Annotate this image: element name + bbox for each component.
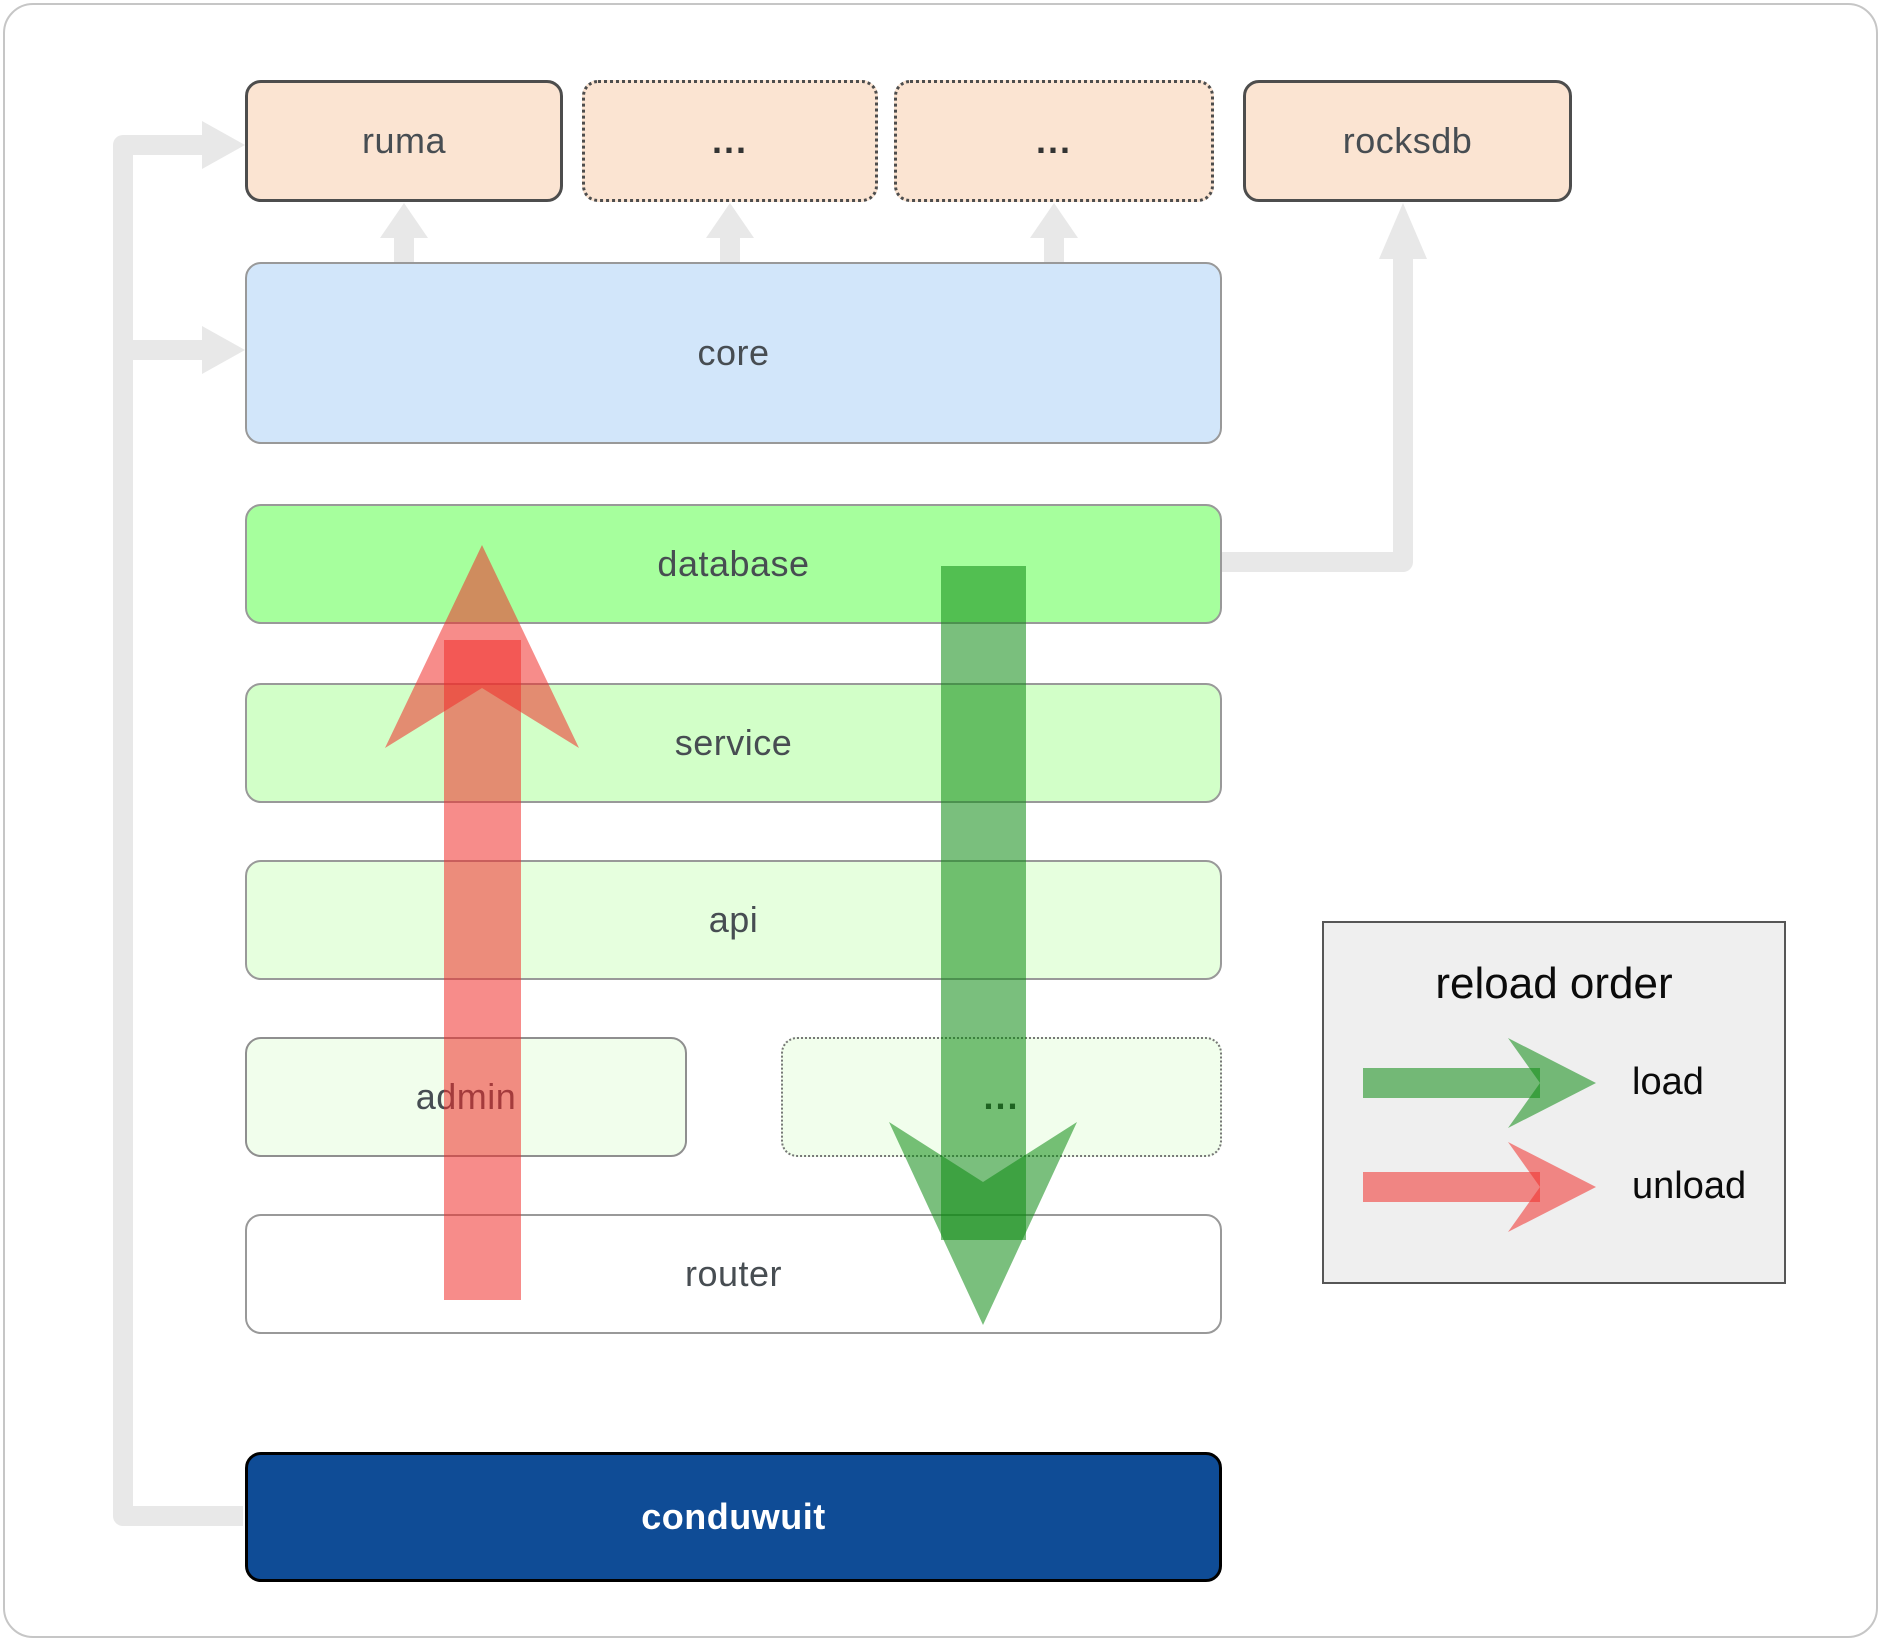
- box-service-label: service: [674, 722, 793, 763]
- box-ellipsis-1: ...: [582, 80, 878, 202]
- legend-unload-label: unload: [1632, 1165, 1747, 1207]
- box-core-label: core: [697, 332, 770, 373]
- box-rocksdb: rocksdb: [1243, 80, 1572, 202]
- legend-panel: reload order load unload: [1322, 921, 1786, 1284]
- box-ellipsis-1-label: ...: [711, 120, 748, 161]
- box-router-label: router: [684, 1253, 783, 1294]
- box-api: api: [245, 860, 1222, 980]
- box-router: router: [245, 1214, 1222, 1334]
- box-admin-ellipsis: ...: [781, 1037, 1222, 1157]
- box-database: database: [245, 504, 1222, 624]
- box-ruma-label: ruma: [361, 120, 447, 161]
- box-database-label: database: [657, 543, 810, 584]
- legend-title: reload order: [1435, 959, 1673, 1008]
- box-ellipsis-2: ...: [894, 80, 1214, 202]
- box-conduwuit: conduwuit: [245, 1452, 1222, 1582]
- box-service: service: [245, 683, 1222, 803]
- box-admin-ellipsis-label: ...: [983, 1076, 1020, 1117]
- box-conduwuit-label: conduwuit: [641, 1496, 826, 1537]
- canvas-border: [3, 3, 1878, 1638]
- box-core: core: [245, 262, 1222, 444]
- box-api-label: api: [708, 899, 759, 940]
- box-ellipsis-2-label: ...: [1035, 120, 1072, 161]
- box-admin-label: admin: [415, 1076, 517, 1117]
- box-admin: admin: [245, 1037, 687, 1157]
- box-ruma: ruma: [245, 80, 563, 202]
- legend-load-label: load: [1632, 1061, 1704, 1103]
- box-rocksdb-label: rocksdb: [1342, 120, 1473, 161]
